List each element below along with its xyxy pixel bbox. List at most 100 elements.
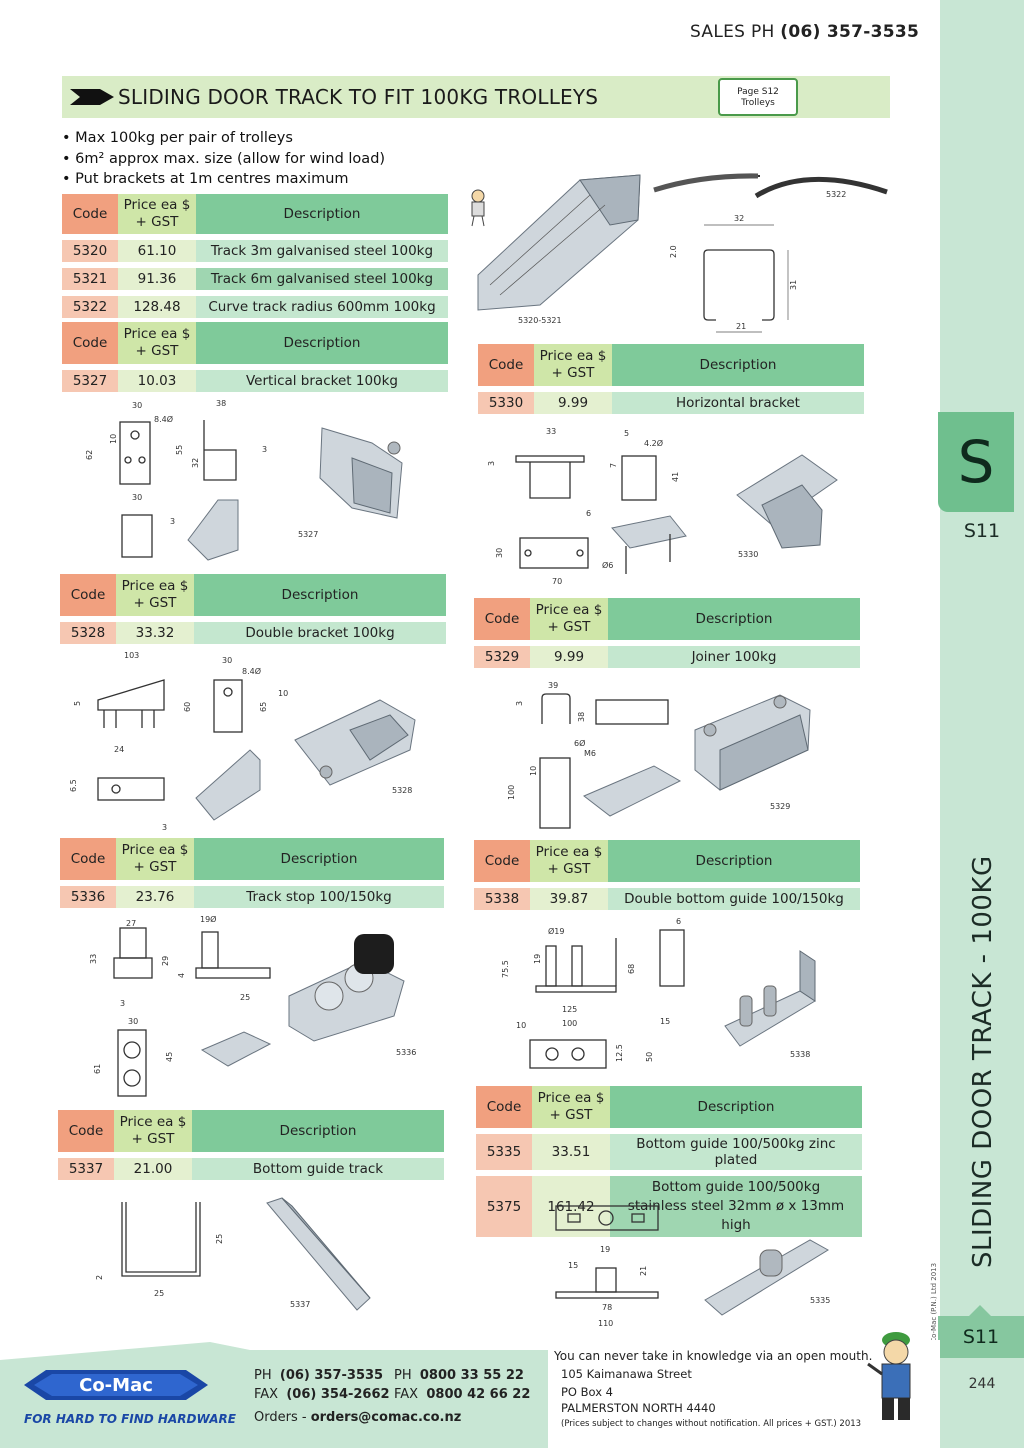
header-code: Code — [60, 838, 116, 880]
table-row[interactable]: 5337 21.00 Bottom guide track — [58, 1158, 444, 1180]
dim-label: 32 — [734, 214, 744, 223]
table-row[interactable]: 5327 10.03 Vertical bracket 100kg — [62, 370, 448, 392]
dim-label: 5 — [624, 429, 629, 438]
product-code: 5320 — [62, 240, 118, 262]
header-code: Code — [476, 1086, 532, 1128]
header-price: Price ea $+ GST — [530, 840, 608, 882]
product-description: Double bottom guide 100/150kg — [608, 888, 860, 910]
product-price: 21.00 — [114, 1158, 192, 1180]
dim-label: 25 — [154, 1289, 164, 1298]
table-row[interactable]: 5335 33.51 Bottom guide 100/500kg zinc p… — [476, 1134, 862, 1170]
price-table-double-bracket: Code Price ea $+ GST Description 5328 33… — [60, 574, 446, 644]
product-description: Joiner 100kg — [608, 646, 860, 668]
table-row[interactable]: 5330 9.99 Horizontal bracket — [478, 392, 864, 414]
product-price: 39.87 — [530, 888, 608, 910]
dim-label: 8.4Ø — [242, 666, 261, 676]
table-row[interactable]: 5322 128.48 Curve track radius 600mm 100… — [62, 296, 448, 318]
product-description: Track 3m galvanised steel 100kg — [196, 240, 448, 262]
mascot-icon — [471, 189, 485, 227]
table-row[interactable]: 5336 23.76 Track stop 100/150kg — [60, 886, 444, 908]
book-line-1: Page S12 — [737, 87, 779, 97]
header-price: Price ea $+ GST — [116, 574, 194, 616]
dim-label: 103 — [124, 651, 139, 660]
dim-label: 41 — [671, 472, 680, 482]
address-line: PALMERSTON NORTH 4440 — [561, 1401, 716, 1415]
table-row[interactable]: 5329 9.99 Joiner 100kg — [474, 646, 860, 668]
price-table-horizontal-bracket: Code Price ea $+ GST Description 5330 9.… — [478, 344, 864, 414]
dim-label: 29 — [161, 956, 170, 966]
tollfree-phone[interactable]: 0800 33 55 22 — [419, 1368, 524, 1383]
price-table-joiner: Code Price ea $+ GST Description 5329 9.… — [474, 598, 860, 668]
header-description: Description — [194, 574, 446, 616]
track-profile-drawing: 32 2.0 31 21 — [669, 214, 798, 333]
table-row[interactable]: 5320 61.10 Track 3m galvanised steel 100… — [62, 240, 448, 262]
orders-email[interactable]: orders@comac.co.nz — [310, 1410, 462, 1425]
table-row[interactable]: 5321 91.36 Track 6m galvanised steel 100… — [62, 268, 448, 290]
double-bottom-guide-photo — [724, 950, 816, 1047]
section-letter: S — [957, 428, 995, 496]
dim-label: 100 — [562, 1019, 577, 1028]
dim-label: 8.4Ø — [154, 414, 173, 424]
dim-label: 68 — [627, 964, 636, 974]
comac-logo[interactable]: Co-Mac — [24, 1360, 210, 1410]
dim-label: 10 — [109, 434, 118, 444]
bottom-tab-arrow — [968, 1305, 992, 1317]
bottom-section-tab[interactable]: S11 — [938, 1316, 1024, 1358]
dim-label: 25 — [215, 1234, 224, 1244]
caption-joiner: 5329 — [770, 802, 791, 811]
double-bottom-guide-drawing: Ø19 75.5 19 68 6 125 100 10 15 12.5 50 — [501, 917, 685, 1069]
dim-label: 21 — [639, 1266, 648, 1276]
page-number: 244 — [968, 1376, 996, 1392]
price-table-bottom-guide-track: Code Price ea $+ GST Description 5337 21… — [58, 1110, 444, 1180]
page-reference-book-icon[interactable]: Page S12 Trolleys — [718, 78, 798, 116]
phone[interactable]: (06) 357-3535 — [279, 1368, 384, 1383]
header-code: Code — [62, 194, 118, 234]
tollfree-fax: 0800 42 66 22 — [426, 1387, 531, 1402]
vertical-bracket-photo — [319, 427, 403, 519]
bottom-guide-track-photo — [266, 1197, 371, 1311]
header-code: Code — [58, 1110, 114, 1152]
fax: (06) 354-2662 — [286, 1387, 390, 1402]
dim-label: 60 — [183, 702, 192, 712]
header-price: Price ea $+ GST — [116, 838, 194, 880]
dim-label: 3 — [515, 701, 524, 706]
table-row[interactable]: 5338 39.87 Double bottom guide 100/150kg — [474, 888, 860, 910]
product-code: 5321 — [62, 268, 118, 290]
bottom-guide-drawing: 19 15 21 78 110 — [555, 1205, 659, 1328]
dim-label: 30 — [132, 401, 142, 410]
dim-label: 50 — [645, 1052, 654, 1062]
side-strip — [940, 0, 1024, 1448]
dim-label: 2.0 — [669, 245, 678, 258]
product-description: Vertical bracket 100kg — [196, 370, 448, 392]
dim-label: Ø19 — [548, 926, 564, 936]
bottom-section-code: S11 — [962, 1326, 1000, 1348]
track-stop-drawing: 27 33 29 3 19Ø 4 25 30 61 45 — [89, 914, 272, 1097]
header-code: Code — [478, 344, 534, 386]
dim-label: 25 — [240, 993, 250, 1002]
bottom-guide-photo — [704, 1239, 829, 1316]
dim-label: 65 — [259, 702, 268, 712]
double-bracket-drawing: 103 5 60 30 8.4Ø 65 10 24 6.5 3 — [69, 651, 288, 832]
product-price: 33.32 — [116, 622, 194, 644]
dim-label: 75.5 — [501, 960, 510, 978]
dim-label: M6 — [584, 749, 596, 758]
section-letter-tab[interactable]: S — [938, 412, 1014, 512]
address-line: PO Box 4 — [561, 1385, 613, 1399]
dim-label: 3 — [162, 823, 167, 832]
track-photo — [477, 174, 641, 311]
caption-double: 5328 — [392, 786, 413, 795]
dim-label: 19 — [600, 1245, 610, 1254]
dim-label: 10 — [529, 766, 538, 776]
tollfree-phone-line: PH 0800 33 55 22 — [394, 1368, 524, 1383]
caption-horizontal: 5330 — [738, 550, 759, 559]
table-row[interactable]: 5328 33.32 Double bracket 100kg — [60, 622, 446, 644]
dim-label: 4 — [177, 973, 186, 978]
dim-label: 30 — [132, 493, 142, 502]
caption-curve: 5322 — [826, 190, 847, 199]
product-code: 5336 — [60, 886, 116, 908]
joiner-photo — [694, 694, 811, 791]
header-price: Price ea $+ GST — [118, 322, 196, 364]
dim-label: 38 — [577, 712, 586, 722]
dim-label: 12.5 — [615, 1044, 624, 1062]
phone-line: PH (06) 357-3535 — [254, 1368, 384, 1383]
